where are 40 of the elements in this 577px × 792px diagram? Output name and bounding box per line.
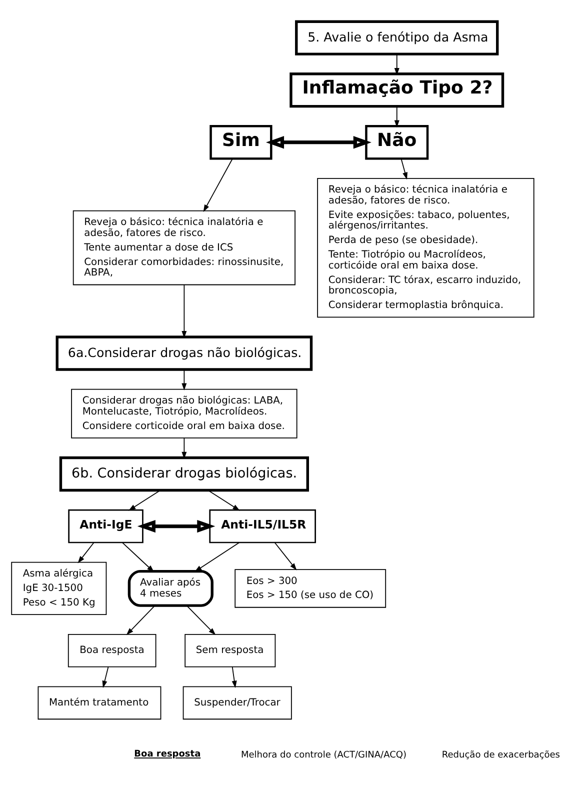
- node-box: Reveja o básico: técnica inalatória e adesão, fatores de risco. Evite exposições: tabaco, poluentes, alérgenos/irritantes. Perda de peso (se obesidade). Tente: Tiotrópio ou Macrolídeos, corticóide oral em baixa dose. Considerar: TC tórax, escarro induzido, broncoscopia, Considerar termoplastia brônquica.: [317, 177, 534, 318]
- arrow: [78, 542, 94, 563]
- arrow: [182, 284, 187, 338]
- node-box: Não: [365, 124, 429, 160]
- arrow: [274, 542, 297, 570]
- node-box: Anti-IgE: [68, 508, 144, 543]
- arrow: [186, 604, 216, 635]
- arrow: [126, 604, 156, 635]
- label: Boa resposta: [134, 749, 201, 760]
- label: Redução de exacerbações: [442, 750, 560, 760]
- label: Melhora do controle (ACT/GINA/ACQ): [240, 750, 406, 760]
- arrow: [194, 542, 240, 572]
- arrow: [203, 158, 233, 212]
- node-box: 5. Avalie o fenótipo da Asma: [295, 20, 499, 55]
- node-box: 6a.Considerar drogas não biológicas.: [56, 335, 313, 370]
- arrow: [208, 489, 240, 510]
- arrow: [394, 53, 400, 75]
- node-box: Sem resposta: [184, 633, 276, 667]
- node-box: Avaliar após 4 meses: [128, 569, 214, 606]
- arrow: [232, 666, 237, 688]
- arrow: [182, 368, 187, 390]
- arrow: [137, 519, 216, 532]
- arrow: [102, 666, 109, 688]
- arrow: [394, 105, 400, 127]
- arrow: [266, 136, 372, 148]
- node-box: Eos > 300 Eos > 150 (se uso de CO): [234, 568, 386, 608]
- arrow: [400, 158, 408, 180]
- node-box: Mantém tratamento: [38, 686, 162, 720]
- arrow: [128, 489, 161, 510]
- node-box: Suspender/Trocar: [182, 686, 292, 720]
- node-box: Reveja o básico: técnica inalatória e adesão, fatores de risco. Tente aumentar a dose de ICS Considerar comorbidades: rinossinusite, ABPA,: [72, 210, 296, 285]
- arrow: [122, 542, 154, 572]
- node-box: Considerar drogas não biológicas: LABA, Montelucaste, Tiotrópio, Macrolídeos. Considere corticoide oral em baixa dose.: [71, 388, 298, 438]
- node-box: Boa resposta: [68, 633, 156, 667]
- node-box: 6b. Considerar drogas biológicas.: [59, 456, 309, 492]
- node-box: Anti-IL5/IL5R: [209, 508, 316, 543]
- node-box: Inflamação Tipo 2?: [290, 72, 504, 108]
- node-box: Asma alérgica IgE 30-1500 Peso < 150 Kg: [11, 561, 107, 615]
- node-box: Sim: [210, 124, 272, 160]
- arrow: [182, 437, 187, 459]
